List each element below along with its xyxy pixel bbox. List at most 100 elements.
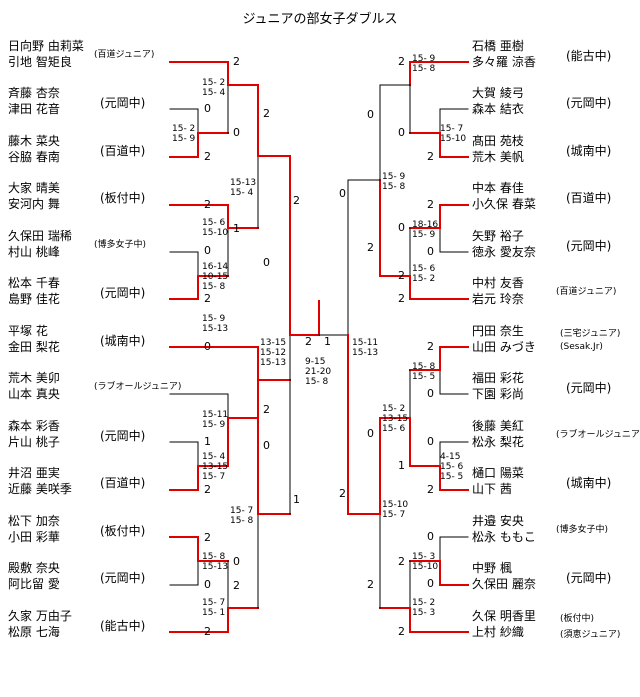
match-score: 15- 2 15- 9 [172,124,196,144]
school-name: (城南中) [100,334,146,348]
player-name: 矢野 裕子 [472,229,524,243]
player-name: 大賀 綾弓 [472,86,524,100]
match-score: 15- 7 15- 1 [202,598,226,618]
player-name: 阿比留 愛 [8,577,60,591]
match-score: 15- 2 13-15 15- 6 [382,404,409,434]
match-result: 2 [204,531,211,544]
player-name: 日向野 由莉菜 [8,39,84,53]
match-score: 15- 4 13-15 15- 7 [202,452,229,482]
match-score: 15- 9 15-13 [202,314,229,334]
match-result: 0 [427,577,434,590]
school-name: (元岡中) [100,571,146,585]
match-score: 15- 2 15- 3 [412,598,436,618]
match-result: 2 [263,107,270,120]
player-name: 松下 加奈 [8,514,60,528]
player-name: 中野 楓 [472,561,512,575]
player-name: 森本 彩香 [8,419,60,433]
match-result: 2 [305,335,312,348]
player-name: 平塚 花 [8,324,48,338]
school-name: (百道中) [100,144,146,158]
match-result: 2 [339,487,346,500]
match-result: 2 [233,55,240,68]
player-name: 樋口 陽菜 [472,466,524,480]
match-score: 15- 2 15- 4 [202,78,226,98]
match-score: 15-13 15- 4 [230,178,257,198]
player-name: 島野 佳花 [8,292,60,306]
player-name: 荒木 美卯 [8,371,60,385]
match-score: 15- 3 15-10 [412,552,439,572]
match-result: 2 [204,483,211,496]
player-name: 福田 彩花 [472,371,524,385]
match-result: 2 [427,150,434,163]
player-name: 安河内 舞 [8,197,60,211]
match-result: 2 [427,483,434,496]
match-score: 15- 8 15-13 [202,552,229,572]
school-name: (能古中) [566,49,612,63]
match-result: 2 [367,241,374,254]
match-result: 0 [233,555,240,568]
match-score: 15- 9 15- 8 [412,54,436,74]
player-name: 円田 奈生 [472,324,524,338]
player-name: 小久保 春菜 [472,197,536,211]
school-name: (須恵ジュニア) [560,630,621,640]
player-name: 荒木 美帆 [472,150,524,164]
player-name: 中村 友香 [472,276,524,290]
match-score: 15-10 15- 7 [382,500,409,520]
match-result: 2 [398,269,405,282]
match-score: 16-14 10-15 15- 8 [202,262,229,292]
player-name: 山本 真央 [8,387,60,401]
match-score: 15- 7 15- 8 [230,506,254,526]
match-result: 0 [398,221,405,234]
match-result: 2 [398,292,405,305]
match-result: 0 [427,435,434,448]
player-name: 久保田 麗奈 [472,577,536,591]
match-score: 15-11 15-13 [352,338,379,358]
school-name: (Sesak.Jr) [560,342,603,352]
player-name: 村山 桃峰 [8,245,60,259]
match-result: 0 [427,245,434,258]
match-score: 15- 6 15-10 [202,218,229,238]
player-name: 久保 明香里 [472,609,536,623]
player-name: 久保田 瑞稀 [8,229,72,243]
school-name: (板付中) [100,524,146,538]
school-name: (博多女子中) [94,240,147,250]
match-result: 0 [233,126,240,139]
school-name: (元岡中) [566,571,612,585]
match-result: 2 [293,194,300,207]
player-name: 金田 梨花 [8,340,60,354]
match-result: 2 [427,340,434,353]
match-result: 1 [204,435,211,448]
player-name: 髙田 苑枝 [472,134,524,148]
player-name: 松本 千春 [8,276,60,290]
match-result: 1 [398,459,405,472]
school-name: (ラブオールジュニア) [94,382,182,392]
school-name: (百道中) [566,191,612,205]
school-name: (ラブオールジュニア) [556,430,640,440]
match-result: 2 [204,150,211,163]
player-name: 上村 紗織 [472,625,524,639]
school-name: (百道ジュニア) [94,50,155,60]
match-result: 0 [398,126,405,139]
player-name: 松永 梨花 [472,435,524,449]
player-name: 後藤 美紅 [472,419,524,433]
player-name: 石橋 亜樹 [472,39,524,53]
school-name: (城南中) [566,476,612,490]
player-name: 山田 みづき [472,340,536,354]
player-name: 松原 七海 [8,625,60,639]
school-name: (元岡中) [566,96,612,110]
match-score: 15-11 15- 9 [202,410,229,430]
match-result: 2 [204,625,211,638]
match-result: 0 [263,439,270,452]
match-result: 2 [204,292,211,305]
player-name: 徳永 愛友奈 [472,245,536,259]
player-name: 森本 結衣 [472,102,524,116]
school-name: (元岡中) [566,239,612,253]
match-score: 15- 8 15- 5 [412,362,436,382]
player-name: 久家 万由子 [8,609,72,623]
match-result: 0 [204,102,211,115]
player-name: 大家 晴美 [8,181,60,195]
player-name: 井沼 亜実 [8,466,60,480]
player-name: 片山 桃子 [8,435,60,449]
match-result: 2 [204,198,211,211]
match-result: 1 [233,222,240,235]
